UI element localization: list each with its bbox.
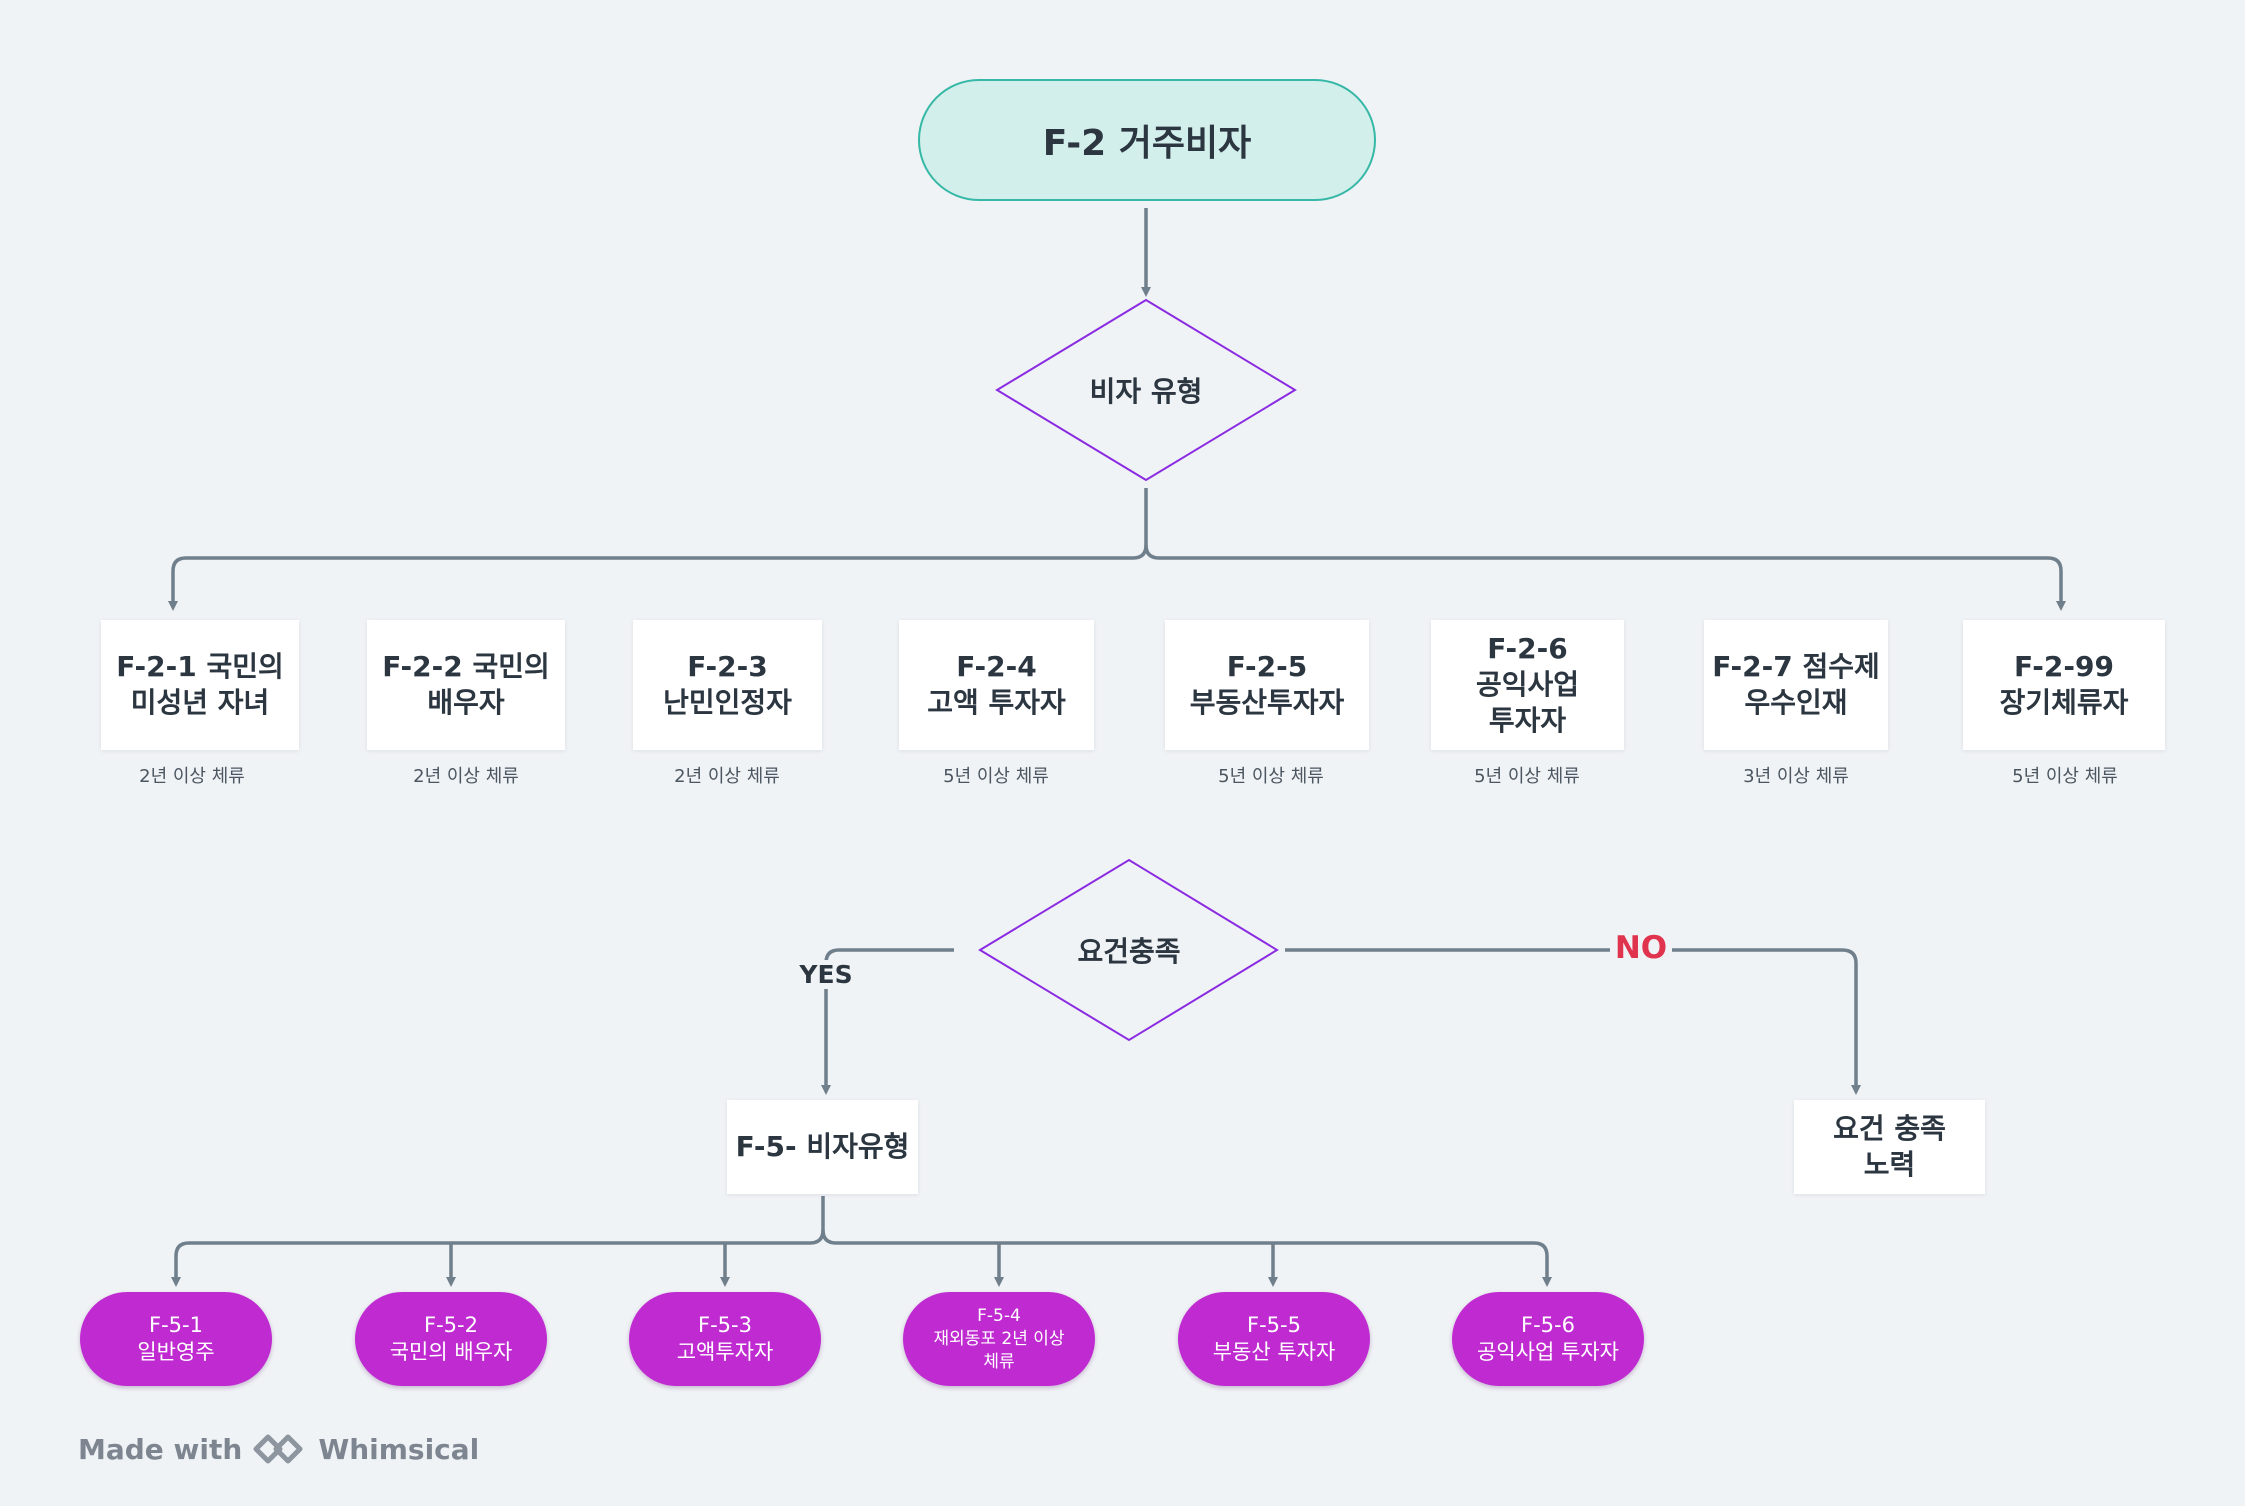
- f2-type-label: F-2-6 공익사업 투자자: [1475, 632, 1580, 737]
- f2-stay-note: 2년 이상 체류: [413, 766, 519, 787]
- f5-type-pill[interactable]: F-5-1 일반영주: [80, 1292, 272, 1386]
- edge-f5-branch-right: [821, 1229, 1552, 1287]
- f2-stay-note: 2년 이상 체류: [674, 766, 780, 787]
- yes-edge-label: YES: [798, 960, 854, 989]
- f2-type-box[interactable]: F-2-6 공익사업 투자자: [1431, 620, 1624, 750]
- start-node[interactable]: F-2 거주비자: [918, 79, 1376, 201]
- f2-type-label: F-2-99 장기체류자: [1999, 650, 2129, 719]
- f2-type-label: F-2-5 부동산투자자: [1189, 650, 1345, 719]
- f5-visa-type-node[interactable]: F-5- 비자유형: [727, 1100, 918, 1194]
- f2-type-box[interactable]: F-2-7 점수제 우수인재: [1704, 620, 1888, 750]
- f2-type-box[interactable]: F-2-4 고액 투자자: [899, 620, 1094, 750]
- f2-stay-note: 5년 이상 체류: [1218, 766, 1324, 787]
- whimsical-logo-icon: [253, 1434, 303, 1464]
- decision-visa-type-shape: [995, 298, 1297, 482]
- edge-type-branch-right: [1144, 544, 2066, 611]
- decision-requirements[interactable]: 요건충족: [1029, 930, 1229, 970]
- f5-type-label: F-5-4 재외동포 2년 이상 체류: [933, 1305, 1065, 1372]
- f5-type-pill[interactable]: F-5-5 부동산 투자자: [1178, 1292, 1370, 1386]
- whimsical-brand-text: Whimsical: [318, 1432, 480, 1466]
- footer-badge[interactable]: Made with Whimsical: [78, 1428, 479, 1470]
- f5-type-label: F-5-1 일반영주: [137, 1313, 215, 1364]
- no-edge-label: NO: [1610, 930, 1672, 966]
- f2-type-label: F-2-7 점수제 우수인재: [1712, 650, 1880, 719]
- decision-requirements-label: 요건충족: [1077, 935, 1181, 968]
- f2-stay-note: 5년 이상 체류: [943, 766, 1049, 787]
- f5-type-label: F-5-5 부동산 투자자: [1212, 1313, 1336, 1364]
- f5-visa-type-label: F-5- 비자유형: [735, 1130, 910, 1163]
- f2-stay-note: 5년 이상 체류: [2012, 766, 2118, 787]
- f2-type-box[interactable]: F-2-1 국민의 미성년 자녀: [101, 620, 299, 750]
- f2-type-box[interactable]: F-2-2 국민의 배우자: [367, 620, 565, 750]
- edge-type-branch-left: [168, 488, 1148, 611]
- f2-type-label: F-2-3 난민인정자: [663, 650, 792, 719]
- requirement-effort-node[interactable]: 요건 충족 노력: [1794, 1100, 1985, 1194]
- decision-visa-type-label: 비자 유형: [1089, 375, 1203, 408]
- f2-stay-note: 3년 이상 체류: [1743, 766, 1849, 787]
- f5-type-label: F-5-2 국민의 배우자: [389, 1313, 513, 1364]
- f2-stay-note: 2년 이상 체류: [139, 766, 245, 787]
- f5-type-pill[interactable]: F-5-4 재외동포 2년 이상 체류: [903, 1292, 1095, 1386]
- requirement-effort-label: 요건 충족 노력: [1833, 1112, 1946, 1181]
- made-with-text: Made with: [78, 1432, 243, 1466]
- f5-type-pill[interactable]: F-5-2 국민의 배우자: [355, 1292, 547, 1386]
- f2-type-box[interactable]: F-2-3 난민인정자: [633, 620, 822, 750]
- start-node-label: F-2 거주비자: [1042, 123, 1252, 164]
- decision-requirements-shape: [978, 858, 1279, 1042]
- f2-stay-note: 5년 이상 체류: [1474, 766, 1580, 787]
- f2-type-label: F-2-1 국민의 미성년 자녀: [116, 650, 284, 719]
- decision-visa-type[interactable]: 비자 유형: [1046, 370, 1246, 410]
- f2-type-box[interactable]: F-2-99 장기체류자: [1963, 620, 2165, 750]
- f2-type-box[interactable]: F-2-5 부동산투자자: [1165, 620, 1369, 750]
- f5-type-pill[interactable]: F-5-3 고액투자자: [629, 1292, 821, 1386]
- f5-type-pill[interactable]: F-5-6 공익사업 투자자: [1452, 1292, 1644, 1386]
- f2-type-label: F-2-2 국민의 배우자: [382, 650, 550, 719]
- f5-type-label: F-5-3 고액투자자: [676, 1313, 774, 1364]
- f2-type-label: F-2-4 고액 투자자: [927, 650, 1066, 719]
- edge-no: [1285, 948, 1861, 1095]
- f5-type-label: F-5-6 공익사업 투자자: [1477, 1313, 1619, 1364]
